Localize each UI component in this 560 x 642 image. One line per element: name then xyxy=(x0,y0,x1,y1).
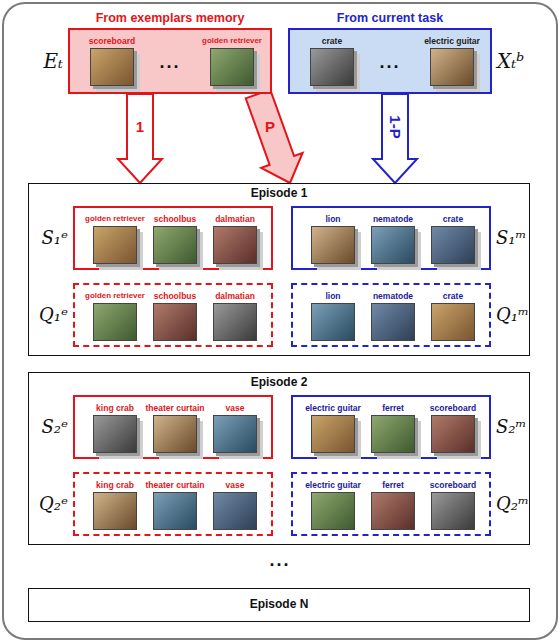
image-caption: crate xyxy=(443,292,463,301)
image-caption: dalmatian xyxy=(215,292,255,301)
image-caption: scoreboard xyxy=(430,404,476,413)
image-thumbnail: golden retriever xyxy=(210,48,254,86)
image-caption: lion xyxy=(325,215,340,224)
image-thumbnail: electric guitar xyxy=(430,48,474,86)
math-label: S₂ᵉ xyxy=(41,417,68,437)
math-label: S₁ᵉ xyxy=(41,228,68,248)
image-thumbnail: crate xyxy=(310,48,354,86)
image-thumbnail: dalmatian xyxy=(213,226,257,264)
image-caption: schoolbus xyxy=(154,215,197,224)
block-arrow xyxy=(373,94,417,183)
image-thumbnail: theater curtain xyxy=(153,415,197,453)
image-thumbnail: golden retriever xyxy=(93,303,137,341)
episode-title: Episode 1 xyxy=(251,187,308,200)
image-thumbnail: king crab xyxy=(93,492,137,530)
arrow-label: P xyxy=(265,119,275,136)
box-title: From exemplars memory xyxy=(96,12,245,26)
image-caption: scoreboard xyxy=(430,481,476,490)
image-caption: king crab xyxy=(96,481,134,490)
math-label: Q₁ᵐ xyxy=(496,305,529,325)
math-label: Eₜ xyxy=(43,50,63,72)
math-label: Q₂ᵉ xyxy=(39,494,68,514)
support-set-box: S₁ᵐlionnematodecrate xyxy=(291,206,491,270)
image-caption: vase xyxy=(226,404,245,413)
image-caption: schoolbus xyxy=(154,292,197,301)
math-label: Q₂ᵐ xyxy=(496,494,529,514)
image-thumbnail: scoreboard xyxy=(90,48,134,86)
math-label: S₂ᵐ xyxy=(496,417,527,437)
arrow-label: 1 xyxy=(136,118,144,135)
query-set-box: Q₂ᵐelectric guitarferretscoreboard xyxy=(291,472,491,536)
query-set-box: Q₁ᵐlionnematodecrate xyxy=(291,283,491,347)
image-caption: theater curtain xyxy=(145,481,204,490)
episode-box: Episode N xyxy=(28,588,530,622)
episode-box: Episode 2 S₂ᵉ king crab theater curtain vase… xyxy=(28,372,530,545)
ellipsis: ... xyxy=(159,53,180,73)
image-caption: nematode xyxy=(373,215,413,224)
episode-title: Episode 2 xyxy=(251,376,308,389)
image-thumbnail: scoreboard xyxy=(431,492,475,530)
math-label: Q₁ᵉ xyxy=(39,305,68,325)
ellipsis: ... xyxy=(379,53,400,73)
image-thumbnail: ferret xyxy=(371,492,415,530)
image-thumbnail: dalmatian xyxy=(213,303,257,341)
image-caption: golden retriever xyxy=(85,215,145,224)
image-caption: scoreboard xyxy=(89,37,135,46)
image-thumbnail: nematode xyxy=(371,226,415,264)
outer-panel xyxy=(3,3,557,639)
image-thumbnail: electric guitar xyxy=(311,415,355,453)
image-thumbnail: king crab xyxy=(93,415,137,453)
image-thumbnail: scoreboard xyxy=(431,415,475,453)
math-label: S₁ᵐ xyxy=(496,228,527,248)
box-title: From current task xyxy=(337,12,443,26)
arrow-label: 1-P xyxy=(387,115,404,138)
math-label: Xₜᵇ xyxy=(497,50,524,72)
image-caption: dalmatian xyxy=(215,215,255,224)
image-caption: king crab xyxy=(96,404,134,413)
image-caption: ferret xyxy=(382,404,404,413)
query-set-box: Q₁ᵉgolden retrieverschoolbusdalmatian xyxy=(73,283,273,347)
support-set-box: S₂ᵐelectric guitarferretscoreboard xyxy=(291,395,491,459)
image-caption: crate xyxy=(443,215,463,224)
image-thumbnail: vase xyxy=(213,492,257,530)
image-thumbnail: schoolbus xyxy=(153,226,197,264)
image-thumbnail: vase xyxy=(213,415,257,453)
image-thumbnail: lion xyxy=(311,303,355,341)
image-thumbnail: nematode xyxy=(371,303,415,341)
query-set-box: Q₂ᵉking crabtheater curtainvase xyxy=(73,472,273,536)
image-caption: vase xyxy=(226,481,245,490)
image-caption: ferret xyxy=(382,481,404,490)
image-thumbnail: theater curtain xyxy=(153,492,197,530)
image-caption: theater curtain xyxy=(145,404,204,413)
block-arrow xyxy=(118,94,162,183)
image-thumbnail: lion xyxy=(311,226,355,264)
image-caption: electric guitar xyxy=(305,481,361,490)
image-thumbnail: electric guitar xyxy=(311,492,355,530)
support-set-box: S₁ᵉgolden retrieverschoolbusdalmatian xyxy=(73,206,273,270)
image-caption: electric guitar xyxy=(305,404,361,413)
image-caption: nematode xyxy=(373,292,413,301)
image-caption: golden retriever xyxy=(85,292,145,301)
block-arrow xyxy=(246,90,303,183)
episode-box: Episode 1 S₁ᵉ golden retriever schoolbus dal… xyxy=(28,183,530,356)
image-caption: lion xyxy=(325,292,340,301)
image-thumbnail: golden retriever xyxy=(93,226,137,264)
episode-title: Episode N xyxy=(250,598,309,611)
image-caption: golden retriever xyxy=(202,37,262,46)
image-thumbnail: ferret xyxy=(371,415,415,453)
support-set-box: S₂ᵉking crabtheater curtainvase xyxy=(73,395,273,459)
image-thumbnail: crate xyxy=(431,226,475,264)
image-caption: crate xyxy=(322,37,342,46)
ellipsis: ... xyxy=(269,551,290,571)
image-caption: electric guitar xyxy=(424,37,480,46)
image-thumbnail: crate xyxy=(431,303,475,341)
image-thumbnail: schoolbus xyxy=(153,303,197,341)
